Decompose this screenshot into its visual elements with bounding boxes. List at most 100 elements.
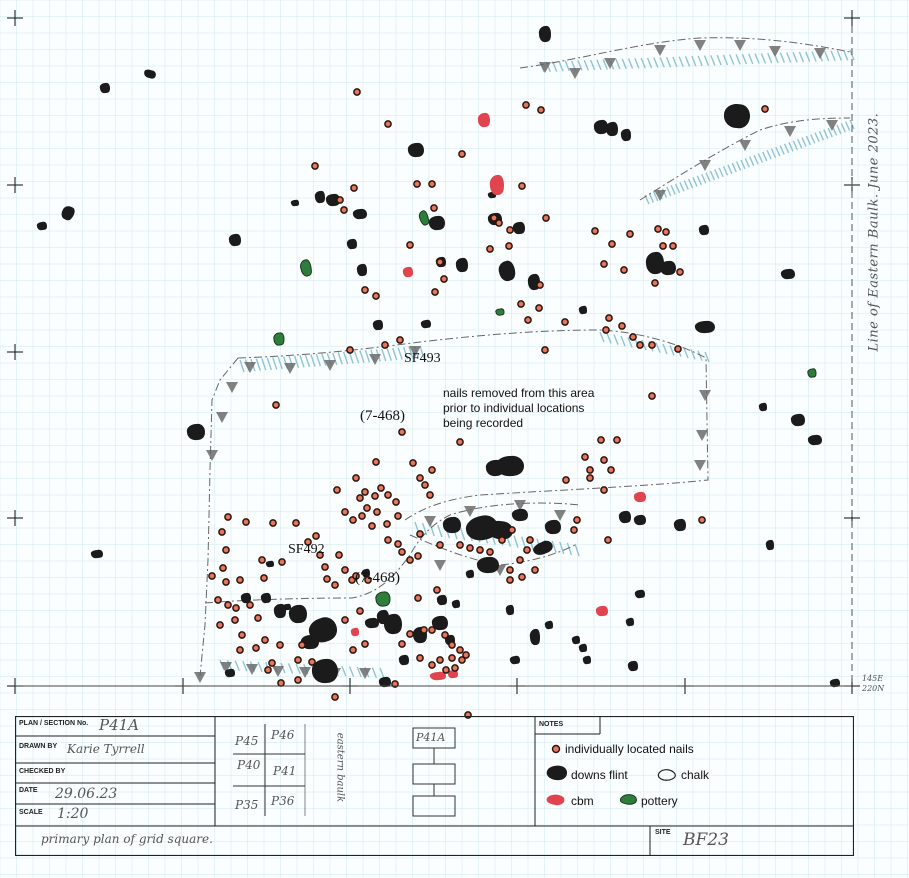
nail — [448, 654, 456, 662]
hatch-stroke — [731, 162, 737, 173]
hatch-stroke — [748, 53, 754, 65]
hatch-stroke — [770, 148, 777, 159]
hatch-stroke — [786, 52, 792, 63]
nail — [436, 541, 444, 549]
hatch-stroke — [559, 541, 565, 555]
nail — [605, 314, 613, 322]
hatch-stroke — [729, 54, 735, 65]
nail — [648, 392, 656, 400]
nail — [353, 88, 361, 96]
nail — [219, 564, 227, 572]
hatch-stroke — [735, 161, 742, 171]
date-label: DATE — [19, 787, 38, 794]
pottery-sherd — [418, 210, 430, 226]
nail — [698, 516, 706, 524]
nail — [236, 576, 244, 584]
nail — [384, 536, 392, 544]
grid-cell-p40: P40 — [237, 758, 261, 772]
site-label: SITE — [655, 829, 671, 836]
nail — [602, 326, 610, 334]
hatch-stroke — [814, 132, 820, 143]
nail — [341, 508, 349, 516]
hatch-stroke — [421, 522, 428, 536]
hatch-stroke — [646, 57, 653, 69]
nail — [349, 646, 357, 654]
flint — [633, 514, 646, 526]
flint — [99, 82, 110, 94]
nail — [629, 333, 637, 341]
nail — [222, 546, 230, 554]
nail — [604, 536, 612, 544]
nail — [648, 341, 656, 349]
cut-edge-hatching — [194, 40, 855, 683]
nail — [440, 275, 448, 283]
hatch-stroke — [641, 339, 647, 351]
legend-nails: individually located nails — [565, 742, 694, 756]
flint — [428, 215, 445, 231]
nail — [518, 182, 526, 190]
nail — [377, 484, 385, 492]
nail — [476, 546, 484, 554]
nail — [384, 491, 392, 499]
nail — [222, 578, 230, 586]
grid-cell-p35: P35 — [235, 798, 259, 812]
flint — [538, 25, 551, 43]
hatch-stroke — [767, 52, 773, 64]
context-label-upper: (7-468) — [360, 408, 405, 424]
hatch-stroke — [775, 146, 781, 157]
cbm-finds — [350, 112, 646, 681]
nail — [277, 679, 285, 687]
nail — [506, 566, 514, 574]
flint — [790, 413, 805, 427]
hatch-stroke — [753, 154, 759, 165]
flint — [505, 604, 515, 616]
hatch-stroke — [602, 59, 608, 70]
nail — [620, 266, 628, 274]
hatch-stroke — [429, 523, 435, 537]
hatch-stroke — [304, 354, 311, 368]
nail — [231, 616, 239, 624]
hatch-stroke — [613, 334, 619, 345]
hachure-mark — [359, 668, 371, 679]
hatch-stroke — [371, 667, 378, 678]
nail — [451, 664, 459, 672]
nail — [600, 260, 608, 268]
hatch-stroke — [704, 351, 710, 363]
nail — [406, 630, 414, 638]
hatch-stroke — [670, 185, 676, 195]
flint — [361, 568, 371, 578]
nail — [490, 214, 498, 222]
nail — [600, 456, 608, 464]
nail — [531, 566, 539, 574]
hatch-stroke — [315, 353, 322, 367]
nail — [421, 481, 429, 489]
hatch-stroke — [364, 350, 371, 363]
hatch-stroke — [564, 60, 570, 72]
hatch-stroke — [678, 56, 684, 67]
hatch-stroke — [792, 51, 798, 63]
hatch-stroke — [397, 347, 403, 360]
hachure-mark — [826, 120, 838, 131]
hatch-stroke — [740, 159, 746, 170]
nail — [246, 601, 254, 609]
nail — [384, 120, 392, 128]
grid-cell-p36: P36 — [271, 794, 295, 808]
cbm — [429, 671, 446, 681]
cbm — [489, 174, 504, 196]
hatch-stroke — [239, 359, 245, 373]
hatch-stroke — [840, 122, 846, 133]
nail — [294, 676, 302, 684]
nail — [341, 616, 349, 624]
flint — [829, 678, 840, 688]
grid-coord-e: 145E — [862, 674, 884, 683]
site-value: BF23 — [683, 830, 729, 850]
hatch-stroke — [332, 352, 338, 366]
flint — [407, 142, 424, 158]
hatch-stroke — [392, 347, 398, 361]
hatch-stroke — [818, 130, 825, 141]
hachure-mark — [206, 450, 218, 461]
hatch-stroke — [741, 53, 748, 65]
nail — [331, 581, 339, 589]
hatch-stroke — [381, 348, 387, 362]
